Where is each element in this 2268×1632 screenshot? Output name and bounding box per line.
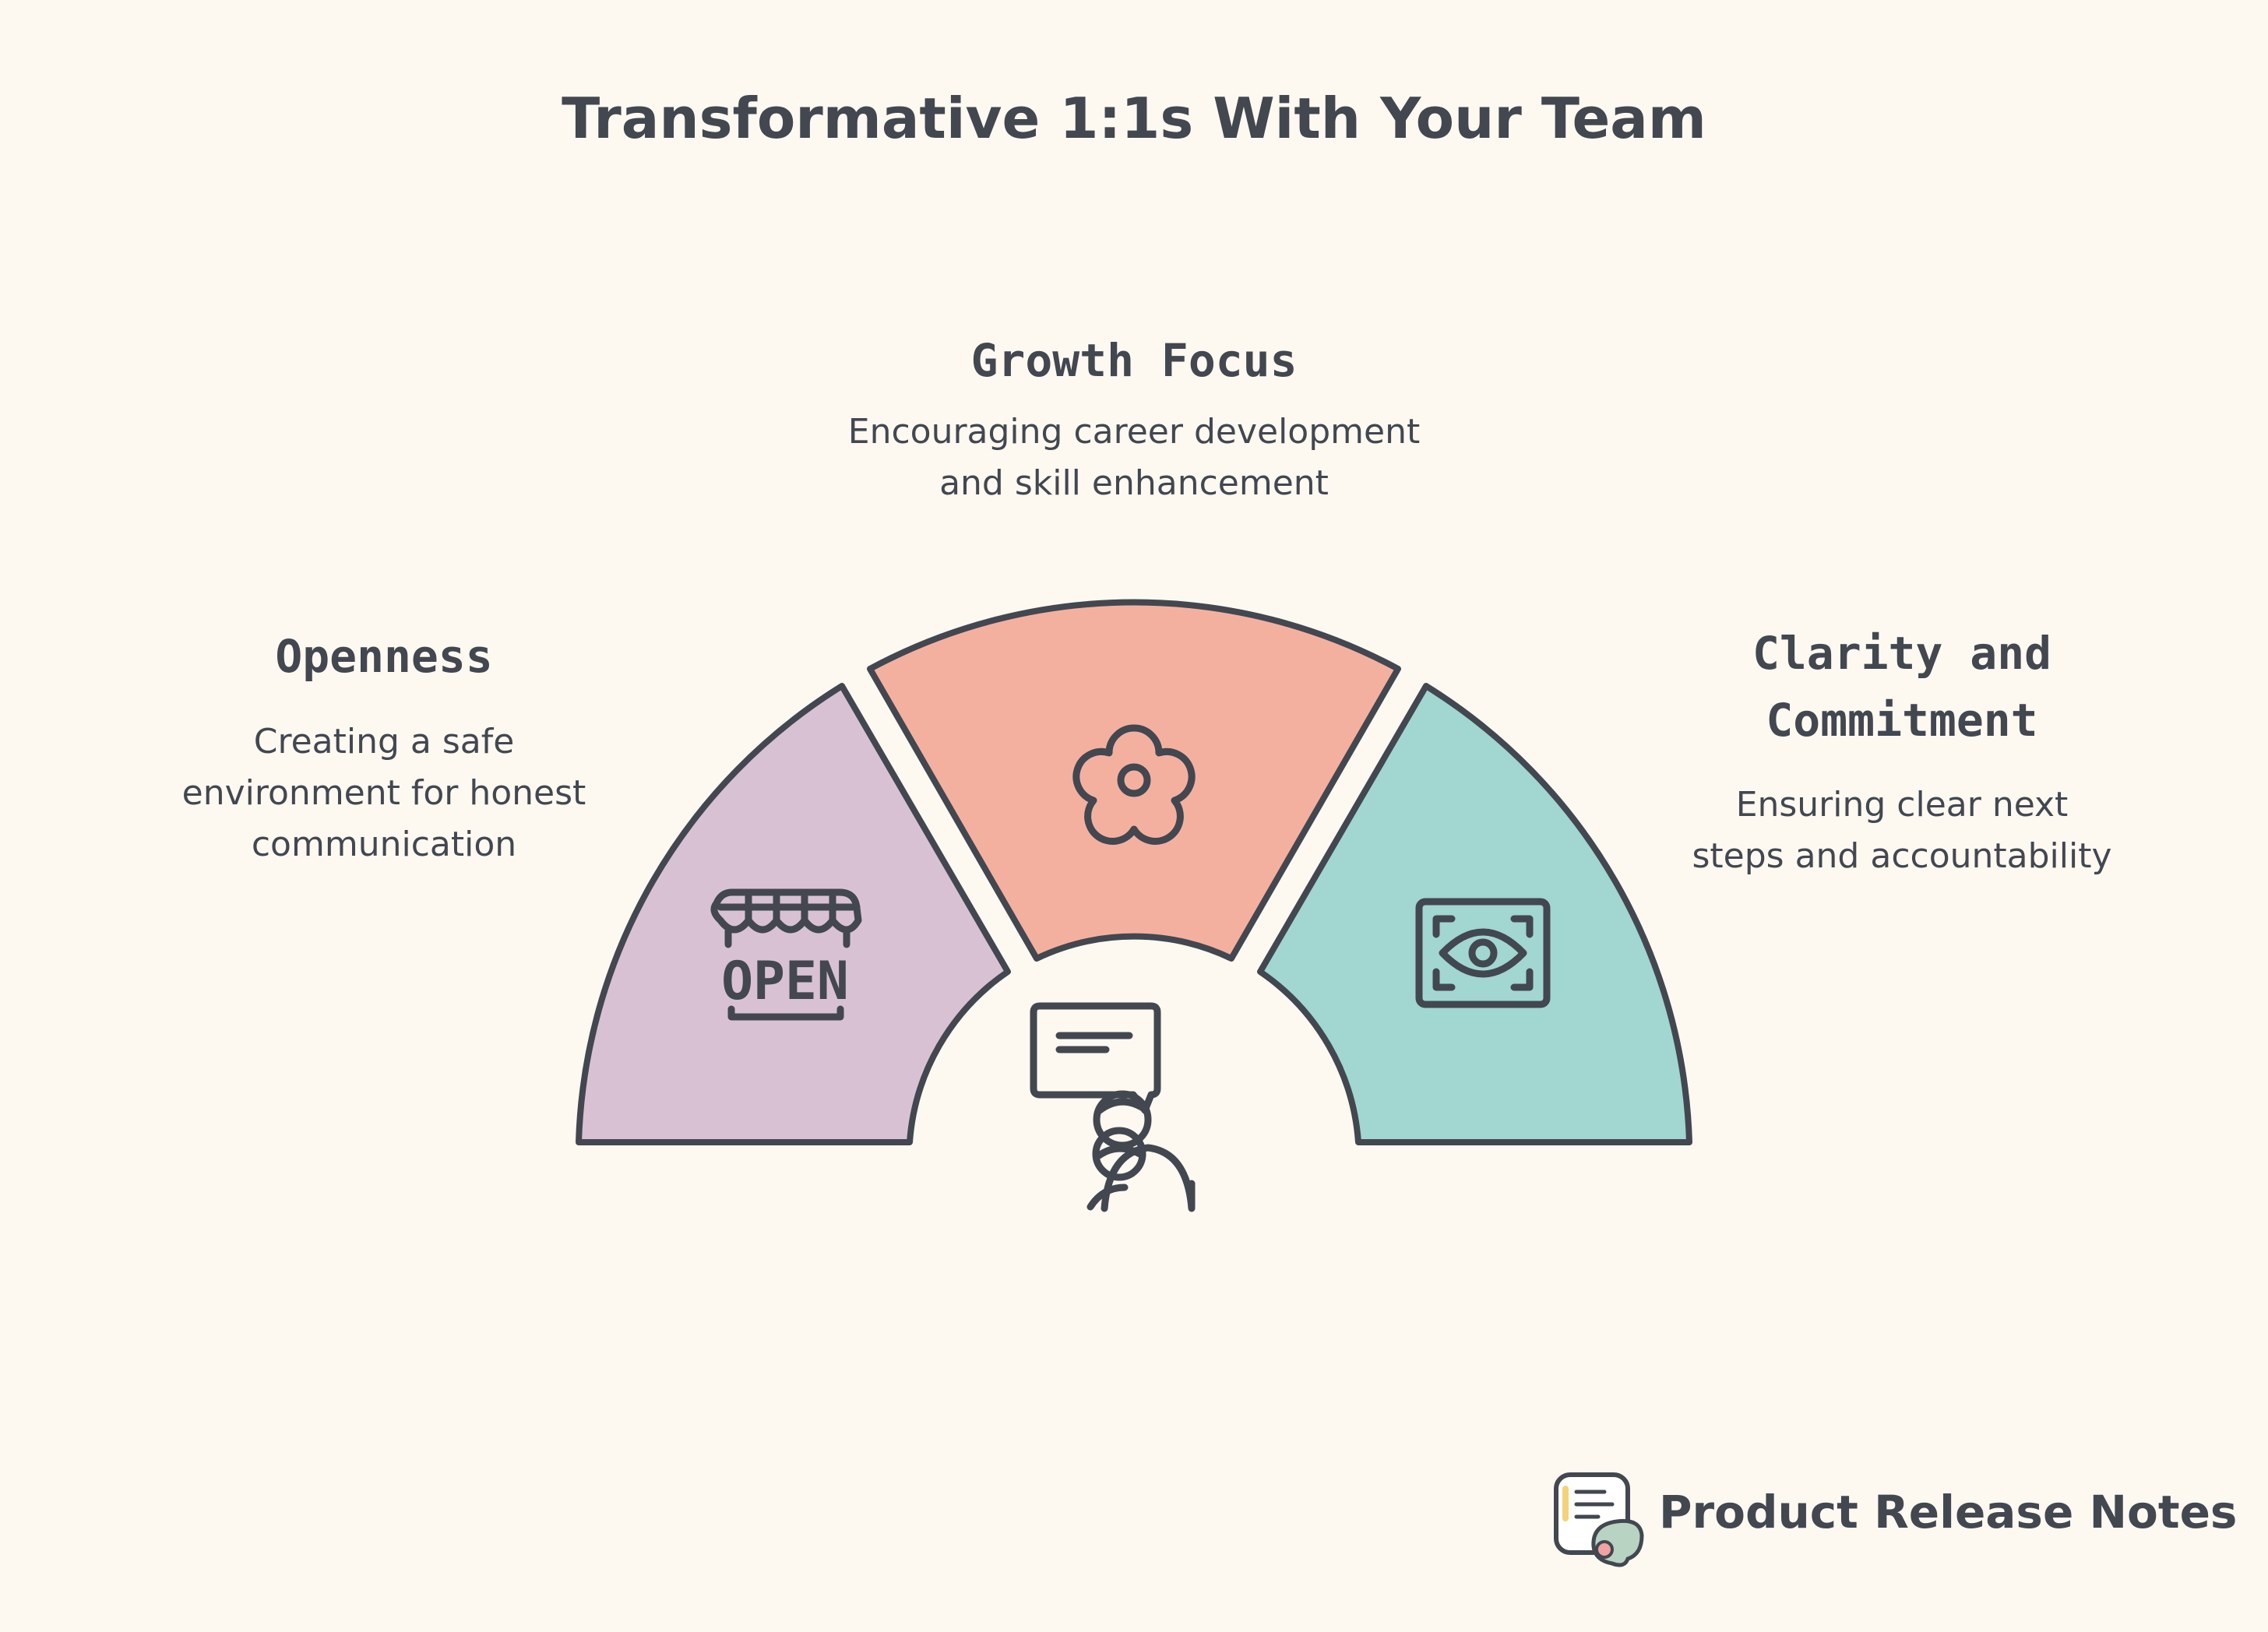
description-line: environment for honest <box>181 773 586 813</box>
description-line: communication <box>251 825 517 864</box>
heading-line: Clarity and <box>1752 627 2052 680</box>
open-sign-icon <box>710 888 862 1021</box>
openness-description: Creating a safe environment for honest c… <box>111 716 657 871</box>
flower-icon <box>1072 724 1196 845</box>
conversation-people-icon <box>1030 1002 1196 1212</box>
description-line: steps and accountability <box>1692 836 2112 876</box>
release-notes-logo-icon <box>1554 1472 1644 1567</box>
brand: Product Release Notes <box>1550 1470 2237 1571</box>
description-line: and skill enhancement <box>939 463 1329 503</box>
clarity-description: Ensuring clear next steps and accountabi… <box>1629 779 2175 882</box>
heading-line: Commitment <box>1766 694 2038 747</box>
description-line: Encouraging career development <box>847 412 1421 452</box>
growth-focus-heading: Growth Focus <box>822 327 1446 394</box>
description-line: Creating a safe <box>253 722 515 761</box>
openness-segment <box>576 683 1011 1145</box>
description-line: Ensuring clear next <box>1735 785 2069 825</box>
open-sign-text: OPEN <box>721 951 849 1012</box>
heading-line: Growth Focus <box>970 334 1298 387</box>
growth-focus-description: Encouraging career development and skill… <box>745 406 1523 509</box>
growth-focus-segment <box>867 599 1401 962</box>
eye-focus-icon <box>1415 898 1551 1008</box>
heading-line: Openness <box>275 630 493 683</box>
page-title: Transformative 1:1s With Your Team <box>562 86 1706 151</box>
clarity-heading: Clarity and Commitment <box>1668 620 2136 754</box>
clarity-segment <box>1257 683 1692 1145</box>
openness-heading: Openness <box>150 623 618 690</box>
brand-name: Product Release Notes <box>1659 1486 2238 1539</box>
